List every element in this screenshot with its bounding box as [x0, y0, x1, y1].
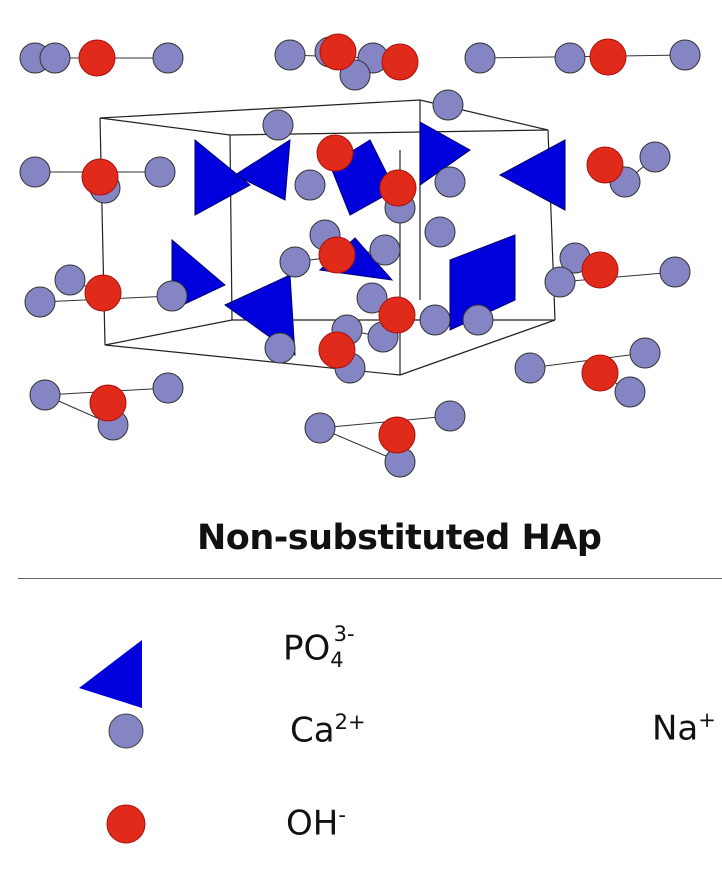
- calcium-atom: [274, 39, 306, 71]
- calcium-atom: [462, 304, 494, 336]
- label-sup: 3-: [333, 622, 355, 646]
- hydroxide-atom: [378, 296, 416, 334]
- hydroxide-atom: [316, 134, 354, 172]
- calcium-atom: [554, 42, 586, 74]
- legend-label-calcium: Ca2+: [290, 710, 366, 750]
- hydroxide-sphere-icon: [106, 804, 146, 844]
- unit-cell-edge: [229, 134, 233, 321]
- calcium-atom: [424, 216, 456, 248]
- calcium-atom: [544, 266, 576, 298]
- calcium-sphere-icon: [108, 713, 144, 749]
- label-sub: 4: [330, 648, 344, 673]
- calcium-atom: [629, 337, 661, 369]
- calcium-atom: [152, 42, 184, 74]
- divider: [18, 578, 722, 579]
- calcium-atom: [39, 42, 71, 74]
- calcium-atom: [419, 304, 451, 336]
- unit-cell-edge: [99, 117, 231, 136]
- phosphate-tetrahedron: [449, 234, 516, 331]
- hydroxide-atom: [319, 33, 357, 71]
- label-sup: -: [338, 803, 346, 827]
- crystal-structure-diagram: [19, 33, 701, 478]
- legend-label-sodium: Na+: [652, 708, 716, 748]
- unit-cell-edge: [99, 99, 421, 119]
- hydroxide-atom: [381, 43, 419, 81]
- diagram-title: Non-substituted HAp: [197, 518, 602, 558]
- calcium-atom: [614, 376, 646, 408]
- legend-label-hydroxide: OH-: [286, 803, 346, 843]
- calcium-atom: [19, 156, 51, 188]
- calcium-atom: [434, 400, 466, 432]
- calcium-atom: [264, 332, 296, 364]
- phosphate-tetrahedron: [498, 139, 566, 211]
- calcium-atom: [54, 264, 86, 296]
- hydroxide-atom: [379, 169, 417, 207]
- hydroxide-atom: [318, 236, 356, 274]
- phosphate-tetrahedron: [194, 138, 251, 216]
- hydroxide-atom: [378, 416, 416, 454]
- calcium-atom: [669, 39, 701, 71]
- bond-line: [559, 271, 676, 283]
- calcium-atom: [24, 286, 56, 318]
- hydroxide-atom: [78, 39, 116, 77]
- hydroxide-atom: [589, 38, 627, 76]
- hydroxide-atom: [581, 251, 619, 289]
- calcium-atom: [514, 352, 546, 384]
- phosphate-triangle-icon: [79, 640, 142, 708]
- hydroxide-atom: [81, 158, 119, 196]
- calcium-atom: [156, 280, 188, 312]
- calcium-atom: [152, 372, 184, 404]
- label-sup: 2+: [334, 710, 366, 734]
- phosphate-tetrahedron: [233, 139, 291, 201]
- calcium-atom: [432, 89, 464, 121]
- calcium-atom: [279, 246, 311, 278]
- label-base: OH: [286, 803, 339, 844]
- label-base: Ca: [290, 710, 335, 751]
- calcium-atom: [144, 156, 176, 188]
- calcium-atom: [434, 166, 466, 198]
- calcium-atom: [294, 169, 326, 201]
- legend-label-phosphate: PO43-: [283, 622, 355, 673]
- hydroxide-atom: [89, 384, 127, 422]
- calcium-atom: [659, 256, 691, 288]
- calcium-atom: [29, 379, 61, 411]
- hydroxide-atom: [318, 331, 356, 369]
- calcium-atom: [464, 42, 496, 74]
- unit-cell-edge: [399, 319, 556, 376]
- label-base: Na: [652, 708, 699, 749]
- calcium-atom: [356, 282, 388, 314]
- hydroxide-atom: [581, 354, 619, 392]
- hydroxide-atom: [586, 146, 624, 184]
- unit-cell-edge: [104, 319, 233, 346]
- label-base: PO: [283, 628, 331, 669]
- calcium-atom: [369, 234, 401, 266]
- calcium-atom: [639, 141, 671, 173]
- hydroxide-atom: [84, 274, 122, 312]
- label-sup: +: [698, 708, 716, 732]
- calcium-atom: [262, 109, 294, 141]
- calcium-atom: [304, 412, 336, 444]
